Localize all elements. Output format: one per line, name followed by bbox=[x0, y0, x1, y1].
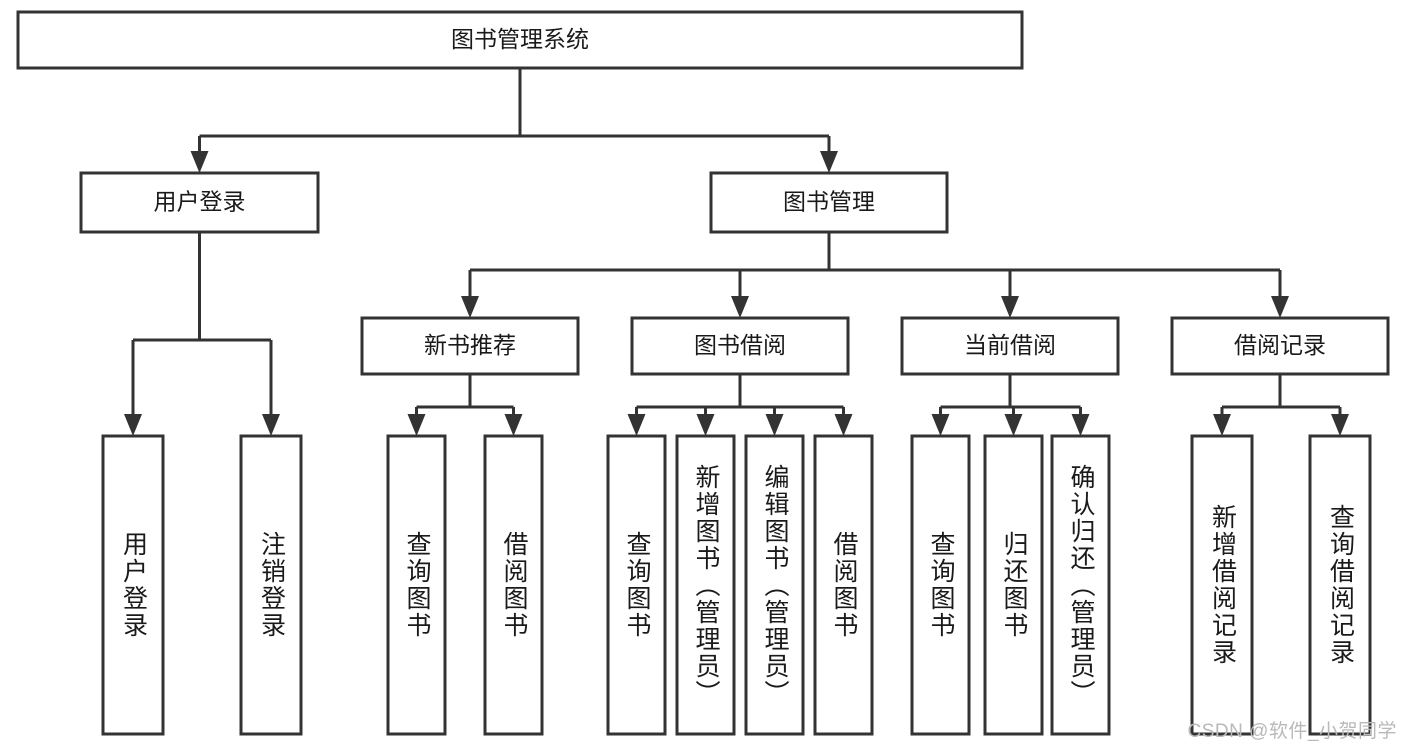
node-leaf-user-login-box bbox=[101, 434, 165, 736]
node-book-manage-box bbox=[709, 171, 949, 234]
node-new-book-rec-label: 新书推荐 bbox=[424, 332, 516, 358]
node-leaf-edit-book-box bbox=[744, 434, 805, 736]
arrow-head-icon bbox=[407, 414, 426, 436]
node-leaf-confirm-return-box bbox=[1050, 434, 1111, 736]
node-current-borrow-box bbox=[900, 316, 1120, 376]
arrow-head-icon bbox=[1071, 414, 1090, 436]
arrow-head-icon bbox=[504, 414, 523, 436]
arrow-head-icon bbox=[820, 151, 838, 173]
arrow-head-icon bbox=[190, 151, 209, 173]
nodes-layer bbox=[16, 10, 1390, 736]
arrow-head-icon bbox=[731, 296, 749, 318]
node-leaf-add-record-box bbox=[1190, 434, 1254, 736]
arrow-head-icon bbox=[931, 414, 950, 436]
node-leaf-query-book-2-box bbox=[606, 434, 667, 736]
node-leaf-query-book-1-box bbox=[386, 434, 447, 736]
arrow-head-icon bbox=[1271, 296, 1289, 318]
node-book-borrow-box bbox=[630, 316, 850, 376]
node-user-login-label: 用户登录 bbox=[154, 189, 246, 215]
edges-layer bbox=[124, 68, 1349, 436]
arrow-head-icon bbox=[627, 414, 646, 436]
watermark-text: CSDN @软件_小贺同学 bbox=[1187, 721, 1397, 742]
node-book-manage-label: 图书管理 bbox=[783, 189, 875, 215]
arrow-head-icon bbox=[1331, 414, 1349, 436]
node-new-book-rec-box bbox=[360, 316, 580, 376]
node-leaf-add-book-box bbox=[675, 434, 736, 736]
node-leaf-borrow-book-1-box bbox=[483, 434, 544, 736]
node-root-box bbox=[16, 10, 1024, 70]
node-borrow-record-box bbox=[1170, 316, 1390, 376]
arrow-head-icon bbox=[461, 296, 479, 318]
node-current-borrow-label: 当前借阅 bbox=[964, 332, 1056, 358]
node-root-label: 图书管理系统 bbox=[451, 26, 589, 52]
node-book-borrow-label: 图书借阅 bbox=[694, 332, 786, 358]
arrow-head-icon bbox=[124, 414, 142, 436]
arrow-head-icon bbox=[834, 414, 853, 436]
arrow-head-icon bbox=[262, 414, 280, 436]
node-leaf-query-book-3-box bbox=[910, 434, 971, 736]
arrow-head-icon bbox=[765, 414, 784, 436]
arrow-head-icon bbox=[1213, 414, 1231, 436]
arrow-head-icon bbox=[1001, 296, 1019, 318]
node-user-login-box bbox=[79, 171, 320, 234]
node-leaf-query-record-box bbox=[1308, 434, 1372, 736]
arrow-head-icon bbox=[1004, 414, 1023, 436]
node-leaf-logout-box bbox=[239, 434, 303, 736]
arrow-head-icon bbox=[696, 414, 715, 436]
node-leaf-borrow-book-2-box bbox=[813, 434, 874, 736]
node-leaf-return-book-box bbox=[983, 434, 1044, 736]
node-borrow-record-label: 借阅记录 bbox=[1234, 332, 1326, 358]
